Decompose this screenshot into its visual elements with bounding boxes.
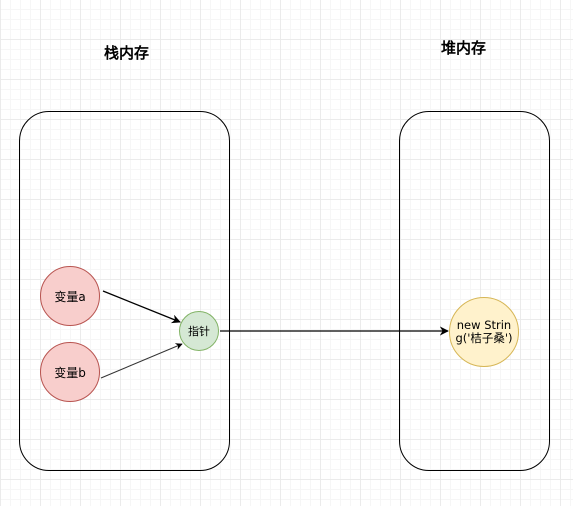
edge-var-a-to-pointer[interactable] — [102, 290, 181, 324]
pointer-label: 指针 — [188, 325, 210, 338]
edge-var-b-to-pointer[interactable] — [100, 343, 183, 379]
pointer-node[interactable]: 指针 — [179, 311, 219, 351]
heap-memory-title: 堆内存 — [441, 39, 487, 57]
variable-b-label: 变量b — [54, 365, 86, 380]
string-object-label: new String('桔子桑') — [455, 318, 513, 345]
variable-a-label: 变量a — [54, 289, 86, 304]
variable-a-node[interactable]: 变量a — [40, 266, 100, 326]
stack-memory-container[interactable] — [19, 111, 230, 471]
stack-memory-title: 栈内存 — [104, 44, 150, 62]
string-object-node[interactable]: new String('桔子桑') — [449, 297, 519, 367]
variable-b-node[interactable]: 变量b — [40, 342, 100, 402]
heap-memory-container[interactable] — [399, 111, 550, 471]
